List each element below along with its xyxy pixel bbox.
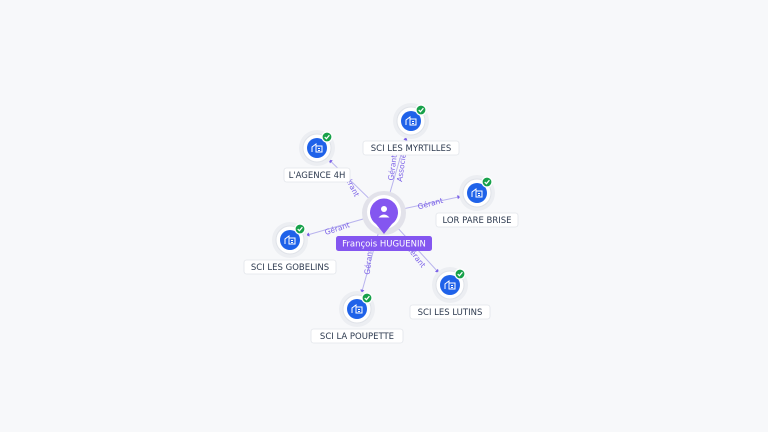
- verified-badge: [481, 176, 493, 188]
- verified-badge: [361, 292, 373, 304]
- nodes-layer: SCI LES MYRTILLES L'AGENCE 4H LOR PARE BRI…: [243, 103, 519, 344]
- building-icon: [444, 280, 456, 290]
- building-icon: [311, 143, 323, 153]
- building-icon: [284, 235, 296, 245]
- node-label-bg: [362, 140, 460, 156]
- check-icon: [484, 179, 490, 185]
- building-icon: [471, 188, 483, 198]
- node-core: [440, 275, 460, 295]
- node-label: LOR PARE BRISE: [442, 216, 511, 226]
- check-icon: [324, 134, 330, 140]
- company-node-poupette[interactable]: SCI LA POUPETTE: [310, 291, 404, 344]
- company-node-myrtilles[interactable]: SCI LES MYRTILLES: [362, 103, 460, 156]
- node-core: [280, 230, 300, 250]
- edge-label-lorpare: Gérant: [417, 196, 444, 211]
- person-icon: [378, 206, 390, 218]
- check-icon: [297, 226, 303, 232]
- node-label-bg: [243, 259, 337, 275]
- center-node[interactable]: François HUGUENIN: [336, 191, 432, 251]
- node-label: SCI LES LUTINS: [418, 308, 483, 318]
- verified-badge: [294, 223, 306, 235]
- node-label-bg: [435, 212, 519, 228]
- company-node-gobelins[interactable]: SCI LES GOBELINS: [243, 222, 337, 275]
- company-node-lutins[interactable]: SCI LES LUTINS: [409, 267, 491, 320]
- node-core: [467, 183, 487, 203]
- check-icon: [364, 295, 370, 301]
- edge-label-poupette: Gérant: [363, 248, 375, 275]
- check-icon: [457, 271, 463, 277]
- node-core: [307, 138, 327, 158]
- verified-badge: [454, 268, 466, 280]
- edge-label-myrtilles: Gérant: [386, 154, 399, 181]
- company-node-agence[interactable]: L'AGENCE 4H: [283, 130, 351, 183]
- node-label-bg: [409, 304, 491, 320]
- node-label-bg: [310, 328, 404, 344]
- edge-label-gobelins: Gérant: [324, 220, 351, 237]
- center-node-label: François HUGUENIN: [342, 240, 426, 250]
- node-core: [347, 299, 367, 319]
- node-label: L'AGENCE 4H: [289, 171, 346, 181]
- building-icon: [351, 304, 363, 314]
- center-node-label-bg: [336, 236, 432, 251]
- node-label-bg: [283, 167, 351, 183]
- check-icon: [418, 107, 424, 113]
- node-core: [401, 111, 421, 131]
- node-label: SCI LES GOBELINS: [251, 263, 329, 273]
- node-label: SCI LES MYRTILLES: [371, 144, 452, 154]
- verified-badge: [415, 104, 427, 116]
- edge-label-myrtilles: Associé: [395, 153, 408, 183]
- building-icon: [405, 116, 417, 126]
- node-label: SCI LA POUPETTE: [320, 332, 394, 342]
- company-node-lorpare[interactable]: LOR PARE BRISE: [435, 175, 519, 228]
- verified-badge: [321, 131, 333, 143]
